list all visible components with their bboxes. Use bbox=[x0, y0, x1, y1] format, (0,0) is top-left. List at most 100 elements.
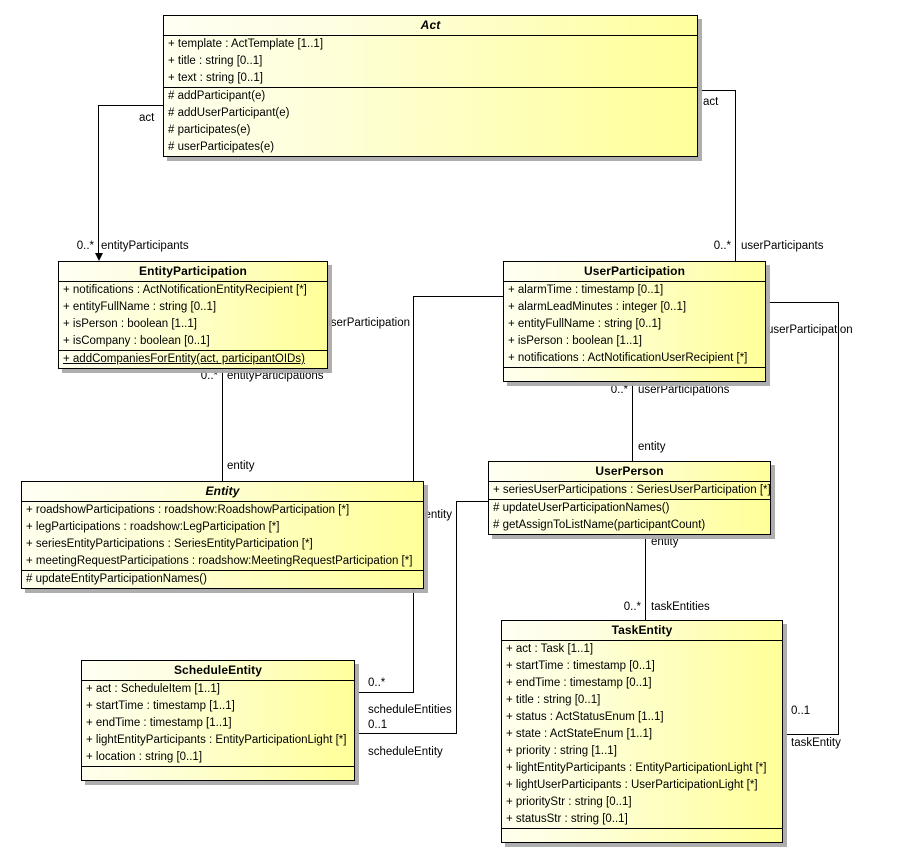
class-operations-taskentity bbox=[502, 828, 782, 842]
class-name-userperson: UserPerson bbox=[489, 462, 770, 482]
connector-act-userparticipants-v bbox=[735, 90, 736, 262]
attribute-row: + text : string [0..1] bbox=[168, 72, 263, 84]
attribute-row: + notifications : ActNotificationEntityR… bbox=[63, 284, 307, 296]
attribute-row: + act : ScheduleItem [1..1] bbox=[86, 683, 220, 695]
operation-row: # addParticipant(e) bbox=[168, 90, 266, 102]
edge-label-scheduleentity-multiplicity: 0..1 bbox=[368, 719, 388, 731]
edge-label-act-right: act bbox=[703, 96, 719, 108]
class-attributes-entity: + roadshowParticipations : roadshow:Road… bbox=[22, 502, 423, 570]
edge-label-entity-left: entity bbox=[227, 460, 255, 472]
operation-row: # participates(e) bbox=[168, 124, 251, 136]
class-name-entityparticipation: EntityParticipation bbox=[59, 262, 327, 282]
connector-userperson-scheduleentity-h-top bbox=[456, 501, 503, 502]
attribute-row: + endTime : timestamp [0..1] bbox=[506, 677, 652, 689]
edge-label-entity-branch: entity bbox=[424, 509, 453, 521]
class-name-act: Act bbox=[164, 16, 697, 36]
attribute-row: + lightEntityParticipants : EntityPartic… bbox=[86, 734, 347, 746]
attribute-row: + notifications : ActNotificationUserRec… bbox=[508, 352, 748, 364]
attribute-row: + alarmLeadMinutes : integer [0..1] bbox=[508, 301, 687, 313]
class-name-entity: Entity bbox=[22, 482, 423, 502]
attribute-row: + isCompany : boolean [0..1] bbox=[63, 335, 210, 347]
class-attributes-act: + template : ActTemplate [1..1] + title … bbox=[164, 36, 697, 87]
connector-act-userparticipants-h bbox=[697, 90, 735, 91]
attribute-row: + alarmTime : timestamp [0..1] bbox=[508, 284, 664, 296]
attribute-row: + entityFullName : string [0..1] bbox=[63, 301, 217, 313]
class-box-entityparticipation[interactable]: EntityParticipation + notifications : Ac… bbox=[58, 261, 328, 369]
connector-userparticipation-taskentity-h-bottom bbox=[786, 734, 839, 735]
attribute-row: + title : string [0..1] bbox=[168, 55, 263, 67]
edge-label-entityparticipants-multiplicity: 0..* bbox=[76, 240, 94, 252]
attribute-row: + endTime : timestamp [1..1] bbox=[86, 717, 232, 729]
class-box-userperson[interactable]: UserPerson + seriesUserParticipations : … bbox=[488, 461, 771, 535]
edge-label-taskentity: taskEntity bbox=[791, 737, 841, 749]
class-operations-entityparticipation: + addCompaniesForEntity(act, participant… bbox=[59, 350, 327, 368]
attribute-row: + isPerson : boolean [1..1] bbox=[508, 335, 642, 347]
attribute-row: + meetingRequestParticipations : roadsho… bbox=[26, 555, 413, 567]
edge-label-userparticipations: userParticipations bbox=[638, 384, 730, 396]
edge-label-userparticipation-left: userParticipation bbox=[324, 317, 410, 329]
edge-label-entityparticipations-multiplicity: 0..* bbox=[200, 370, 218, 382]
connector-userperson-scheduleentity-h-bottom bbox=[358, 733, 457, 734]
edge-label-userparticipation-right: userParticipation bbox=[767, 324, 853, 336]
operation-row: # updateUserParticipationNames() bbox=[493, 502, 670, 514]
edge-label-entity-center: entity bbox=[651, 536, 679, 548]
class-operations-entity: # updateEntityParticipationNames() bbox=[22, 570, 423, 588]
arrowhead-entityparticipation bbox=[95, 253, 103, 261]
attribute-row: + seriesEntityParticipations : SeriesEnt… bbox=[26, 538, 313, 550]
edge-label-taskentity-multiplicity: 0..1 bbox=[791, 705, 811, 717]
class-attributes-userparticipation: + alarmTime : timestamp [0..1] + alarmLe… bbox=[504, 282, 765, 367]
edge-label-entityparticipants: entityParticipants bbox=[101, 240, 189, 252]
connector-userperson-taskentity bbox=[645, 527, 646, 621]
connector-act-entityparticipants-v bbox=[98, 105, 99, 255]
edge-label-userparticipants-multiplicity: 0..* bbox=[713, 240, 731, 252]
attribute-row: + priorityStr : string [0..1] bbox=[506, 796, 632, 808]
class-operations-act: # addParticipant(e) # addUserParticipant… bbox=[164, 87, 697, 156]
attribute-row: + legParticipations : roadshow:LegPartic… bbox=[26, 521, 280, 533]
attribute-row: + entityFullName : string [0..1] bbox=[508, 318, 662, 330]
edge-label-scheduleentities-multiplicity: 0..* bbox=[368, 677, 386, 689]
connector-userparticipation-scheduleentities-h-top bbox=[413, 296, 503, 297]
attribute-row: + location : string [0..1] bbox=[86, 751, 203, 763]
class-attributes-scheduleentity: + act : ScheduleItem [1..1] + startTime … bbox=[82, 681, 354, 766]
operation-row: # userParticipates(e) bbox=[168, 141, 275, 153]
attribute-row: + isPerson : boolean [1..1] bbox=[63, 318, 197, 330]
class-operations-userparticipation bbox=[504, 367, 765, 381]
attribute-row: + startTime : timestamp [1..1] bbox=[86, 700, 235, 712]
class-attributes-entityparticipation: + notifications : ActNotificationEntityR… bbox=[59, 282, 327, 350]
connector-act-entityparticipants-h bbox=[98, 105, 164, 106]
class-attributes-userperson: + seriesUserParticipations : SeriesUserP… bbox=[489, 482, 770, 499]
edge-label-taskentities: taskEntities bbox=[651, 601, 710, 613]
class-name-userparticipation: UserParticipation bbox=[504, 262, 765, 282]
edge-label-act-left: act bbox=[139, 112, 155, 124]
class-attributes-taskentity: + act : Task [1..1] + startTime : timest… bbox=[502, 641, 782, 828]
connector-userparticipation-taskentity-v bbox=[838, 302, 839, 734]
connector-userparticipation-scheduleentities-h-bottom bbox=[358, 692, 414, 693]
operation-row-static: + addCompaniesForEntity(act, participant… bbox=[63, 353, 305, 365]
connector-userparticipation-userperson bbox=[632, 378, 633, 461]
edge-label-entityparticipations: entityParticipations bbox=[227, 370, 324, 382]
class-box-act[interactable]: Act + template : ActTemplate [1..1] + ti… bbox=[163, 15, 698, 157]
class-box-scheduleentity[interactable]: ScheduleEntity + act : ScheduleItem [1..… bbox=[81, 660, 355, 781]
class-operations-userperson: # updateUserParticipationNames() # getAs… bbox=[489, 499, 770, 534]
connector-userperson-scheduleentity-v bbox=[456, 501, 457, 733]
operation-row: # getAssignToListName(participantCount) bbox=[493, 519, 706, 531]
attribute-row: + lightEntityParticipants : EntityPartic… bbox=[506, 762, 767, 774]
class-box-userparticipation[interactable]: UserParticipation + alarmTime : timestam… bbox=[503, 261, 766, 382]
edge-label-userparticipants: userParticipants bbox=[741, 240, 824, 252]
attribute-row: + roadshowParticipations : roadshow:Road… bbox=[26, 504, 350, 516]
attribute-row: + priority : string [1..1] bbox=[506, 745, 617, 757]
operation-row: # updateEntityParticipationNames() bbox=[26, 573, 207, 585]
edge-label-taskentities-multiplicity: 0..* bbox=[623, 601, 641, 613]
connector-userparticipation-taskentity-h-top bbox=[766, 302, 838, 303]
edge-label-scheduleentities: scheduleEntities bbox=[368, 704, 452, 716]
attribute-row: + startTime : timestamp [0..1] bbox=[506, 660, 655, 672]
class-box-entity[interactable]: Entity + roadshowParticipations : roadsh… bbox=[21, 481, 424, 589]
edge-label-userparticipations-multiplicity: 0..* bbox=[610, 384, 628, 396]
attribute-row: + act : Task [1..1] bbox=[506, 643, 594, 655]
attribute-row: + template : ActTemplate [1..1] bbox=[168, 38, 324, 50]
attribute-row: + seriesUserParticipations : SeriesUserP… bbox=[493, 484, 770, 496]
attribute-row: + state : ActStateEnum [1..1] bbox=[506, 728, 653, 740]
attribute-row: + statusStr : string [0..1] bbox=[506, 813, 628, 825]
class-box-taskentity[interactable]: TaskEntity + act : Task [1..1] + startTi… bbox=[501, 620, 783, 843]
